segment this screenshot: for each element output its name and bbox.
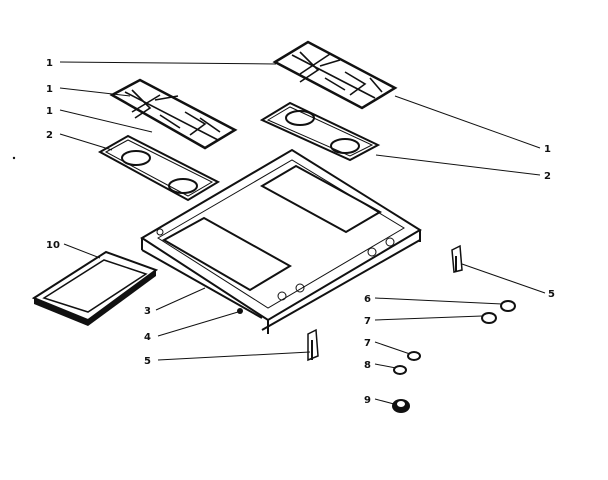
callout-8: 8 (364, 360, 371, 371)
callout-5: 5 (548, 289, 555, 300)
callout-1: 1 (46, 58, 53, 69)
callout-9: 9 (364, 395, 371, 406)
part-7-lower (407, 351, 421, 361)
callout-4: 4 (144, 332, 151, 343)
callout-2: 2 (544, 171, 551, 182)
callout-10: 10 (46, 240, 60, 251)
callout-1: 1 (46, 106, 53, 117)
callout-7: 7 (364, 338, 371, 349)
stray-dot (12, 156, 16, 160)
burner-top-plate-left (97, 134, 221, 202)
cooktop-frame (140, 148, 422, 334)
part-6 (500, 300, 516, 312)
callout-5: 5 (144, 356, 151, 367)
callout-1: 1 (544, 144, 551, 155)
part-8 (393, 365, 407, 375)
part-7-upper (481, 312, 497, 324)
oven-door-panel (31, 250, 159, 326)
callout-1: 1 (46, 84, 53, 95)
burner-grate-right-rear (272, 40, 398, 110)
callout-labels: 1 1 1 1 2 2 10 3 4 5 5 6 7 7 8 9 (46, 58, 555, 406)
bracket-right (451, 244, 463, 273)
callout-7: 7 (364, 316, 371, 327)
callout-6: 6 (364, 294, 371, 305)
leader-lines (59, 61, 546, 405)
callout-2: 2 (46, 130, 53, 141)
part-9-knob (392, 399, 410, 413)
callout-3: 3 (144, 306, 151, 317)
bracket-center (307, 328, 319, 362)
part-4-screw (237, 308, 243, 314)
burner-top-plate-right (259, 101, 381, 162)
burner-grate-left-front (109, 78, 238, 150)
